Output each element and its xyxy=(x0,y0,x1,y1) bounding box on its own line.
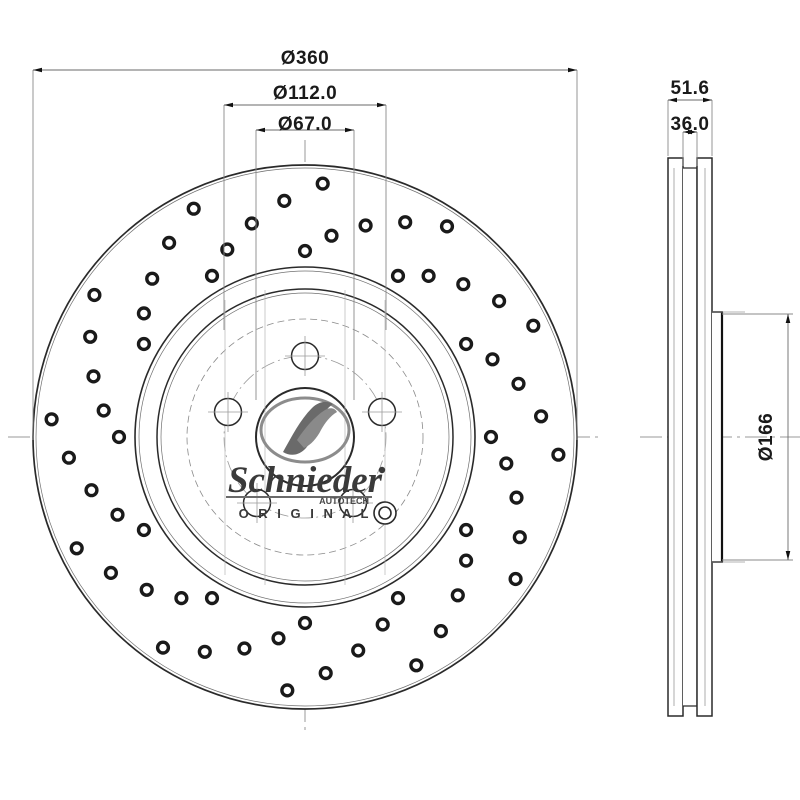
drilled-hole xyxy=(459,522,474,538)
bolt-hole xyxy=(285,336,325,376)
drilled-hole xyxy=(84,483,99,498)
bolt-hole xyxy=(208,392,248,432)
drilled-hole xyxy=(111,429,127,445)
drilled-hole xyxy=(450,588,465,603)
drilled-hole xyxy=(162,235,177,251)
drilled-hole xyxy=(398,215,413,230)
drilled-hole xyxy=(358,218,373,233)
drilled-hole xyxy=(351,643,366,658)
drilled-hole xyxy=(103,565,119,581)
hub-dim-ext-lines xyxy=(722,313,793,561)
drilled-hole xyxy=(459,336,474,352)
logo-swoosh-icon-2 xyxy=(297,408,337,448)
drilled-hole xyxy=(155,640,171,655)
logo-sub-text: AUTOTECH xyxy=(319,496,369,506)
drilled-hole xyxy=(485,352,500,367)
drilled-hole xyxy=(244,216,259,231)
drilled-hole xyxy=(44,412,59,427)
dim-label-overall-thickness: 51.6 xyxy=(671,78,710,99)
front-view: Schnieder AUTOTECH O R I G I N A L xyxy=(32,164,578,710)
hat-wall-section xyxy=(712,311,723,563)
drilled-hole xyxy=(459,553,474,568)
drilled-hole xyxy=(204,590,220,606)
dim-label-bolt-circle: Ø112.0 xyxy=(273,83,337,104)
drilled-hole xyxy=(83,329,98,344)
drilled-hole xyxy=(409,658,424,673)
drilled-hole xyxy=(433,623,449,639)
disc-outer-edge-inner xyxy=(35,167,575,707)
drilled-hole xyxy=(280,683,295,698)
drilled-hole xyxy=(139,582,154,597)
logo-tagline-text: O R I G I N A L xyxy=(239,506,372,521)
side-dim-ext-lines xyxy=(667,100,713,166)
construction-lines xyxy=(224,290,386,585)
drilled-hole xyxy=(297,615,313,631)
bolt-hole xyxy=(362,392,402,432)
drilled-hole xyxy=(186,201,201,216)
drilled-hole xyxy=(512,530,527,545)
logo-dot xyxy=(378,466,386,474)
brand-logo: Schnieder AUTOTECH O R I G I N A L xyxy=(226,396,386,521)
drilled-hole xyxy=(509,490,524,505)
dim-label-hub-diameter: Ø166 xyxy=(756,413,777,461)
drilled-hole xyxy=(456,277,471,292)
drilled-hole xyxy=(174,590,189,606)
drilled-hole xyxy=(110,507,125,522)
drilled-hole xyxy=(277,193,292,209)
hat-outer-circle-2 xyxy=(160,292,450,582)
drilled-hole xyxy=(220,242,235,257)
drilled-hole xyxy=(439,219,455,234)
drilled-hole xyxy=(136,306,152,321)
drilled-hole-pattern xyxy=(44,176,566,698)
dim-label-outer-diameter: Ø360 xyxy=(281,48,329,69)
drilled-hole xyxy=(492,294,507,309)
drilled-hole xyxy=(297,243,313,259)
friction-ring-inner-edge-2 xyxy=(138,270,472,604)
drilled-hole xyxy=(136,336,152,352)
drilled-hole xyxy=(499,456,514,471)
logo-ellipse xyxy=(259,396,351,464)
drilled-hole xyxy=(315,176,330,191)
drilled-hole xyxy=(390,590,406,606)
drilled-hole xyxy=(204,268,220,284)
dim-label-center-bore: Ø67.0 xyxy=(278,114,332,135)
drilled-hole xyxy=(390,268,406,284)
drilled-hole xyxy=(87,287,102,303)
friction-plate-right xyxy=(696,157,713,717)
side-section-view xyxy=(640,97,800,717)
drilled-hole xyxy=(197,644,212,659)
drilled-hole xyxy=(61,450,77,465)
bolt-circle xyxy=(223,355,387,519)
vent-channel xyxy=(683,167,698,707)
friction-ring-inner-edge xyxy=(134,266,476,608)
drilled-hole xyxy=(511,376,526,391)
friction-plate-left xyxy=(667,157,684,717)
drilled-hole xyxy=(86,369,101,384)
locating-pin-hole xyxy=(373,501,397,525)
drilled-hole xyxy=(324,228,339,243)
hat-hidden-circle xyxy=(186,318,424,556)
drilled-hole xyxy=(551,447,566,462)
drilled-hole xyxy=(483,429,499,445)
drilled-hole xyxy=(145,271,160,286)
drilled-hole xyxy=(526,318,541,333)
drilled-hole xyxy=(96,403,111,418)
drilled-hole xyxy=(136,522,152,538)
logo-brand-text: Schnieder xyxy=(228,460,383,501)
drilled-hole xyxy=(237,641,252,656)
drilled-hole xyxy=(533,409,549,424)
dim-label-friction-thickness: 36.0 xyxy=(671,114,710,135)
dimension-group-front xyxy=(32,67,578,440)
drilled-hole xyxy=(318,665,333,681)
drilled-hole xyxy=(421,268,436,284)
drilled-hole xyxy=(375,617,390,632)
drilled-hole xyxy=(508,571,523,587)
drilled-hole xyxy=(69,541,84,556)
drilled-hole xyxy=(271,631,286,646)
